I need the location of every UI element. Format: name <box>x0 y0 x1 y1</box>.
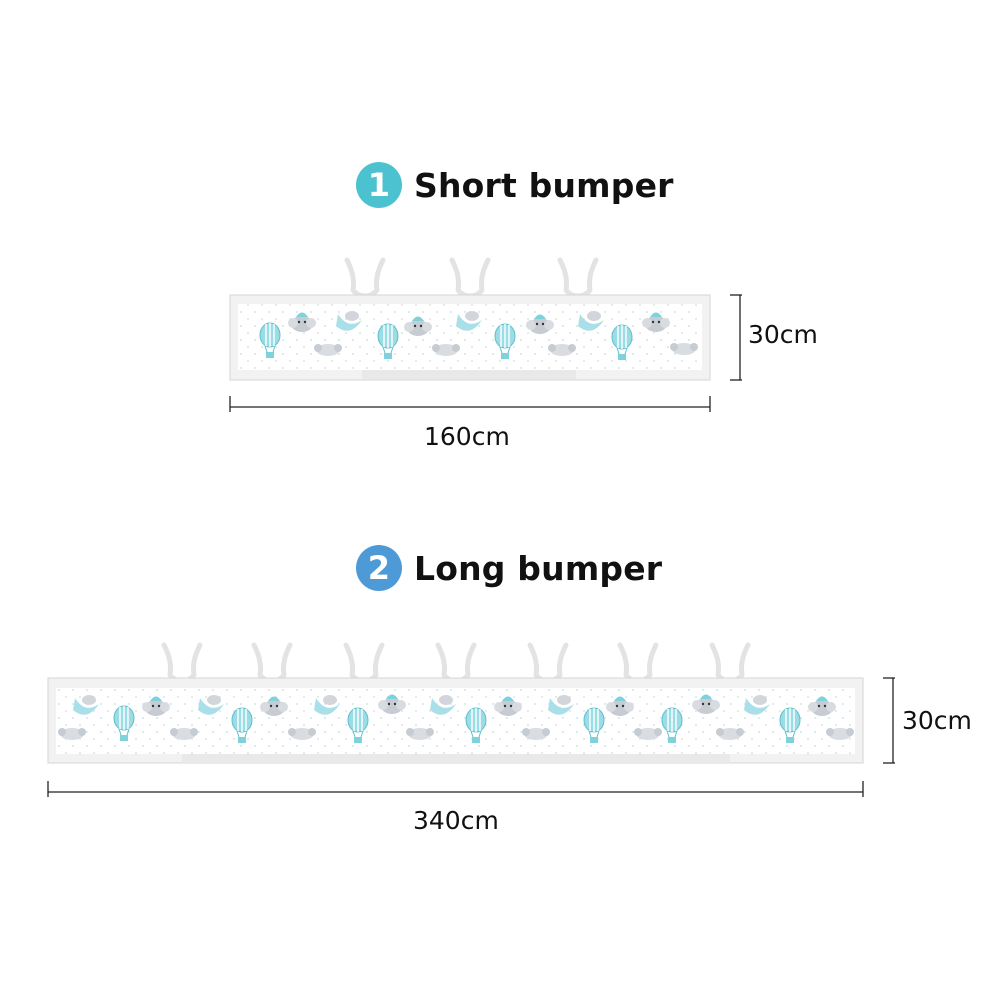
tie-strap-icon <box>438 645 474 681</box>
short-bumper-ties <box>347 260 596 296</box>
short-bumper-height-label: 30cm <box>748 320 818 349</box>
tie-strap-icon <box>620 645 656 681</box>
short-bumper-heading: 1 Short bumper <box>356 162 674 208</box>
short-bumper-dimension-lines <box>229 294 742 412</box>
long-bumper-ties <box>164 645 748 681</box>
long-bumper-heading: 2 Long bumper <box>356 545 662 591</box>
short-bumper <box>229 260 742 412</box>
tie-strap-icon <box>164 645 200 681</box>
number-badge-1: 1 <box>356 162 402 208</box>
long-bumper-width-label: 340cm <box>413 806 499 835</box>
tie-strap-icon <box>452 260 488 296</box>
number-badge-2: 2 <box>356 545 402 591</box>
tie-strap-icon <box>347 260 383 296</box>
tie-strap-icon <box>346 645 382 681</box>
tie-strap-icon <box>530 645 566 681</box>
tie-strap-icon <box>254 645 290 681</box>
short-bumper-title: Short bumper <box>414 165 674 205</box>
long-bumper-height-label: 30cm <box>902 706 972 735</box>
tie-strap-icon <box>560 260 596 296</box>
tie-strap-icon <box>712 645 748 681</box>
short-bumper-width-label: 160cm <box>424 422 510 451</box>
long-bumper <box>47 645 895 797</box>
long-bumper-dimension-lines <box>47 677 895 797</box>
long-bumper-title: Long bumper <box>414 548 663 588</box>
